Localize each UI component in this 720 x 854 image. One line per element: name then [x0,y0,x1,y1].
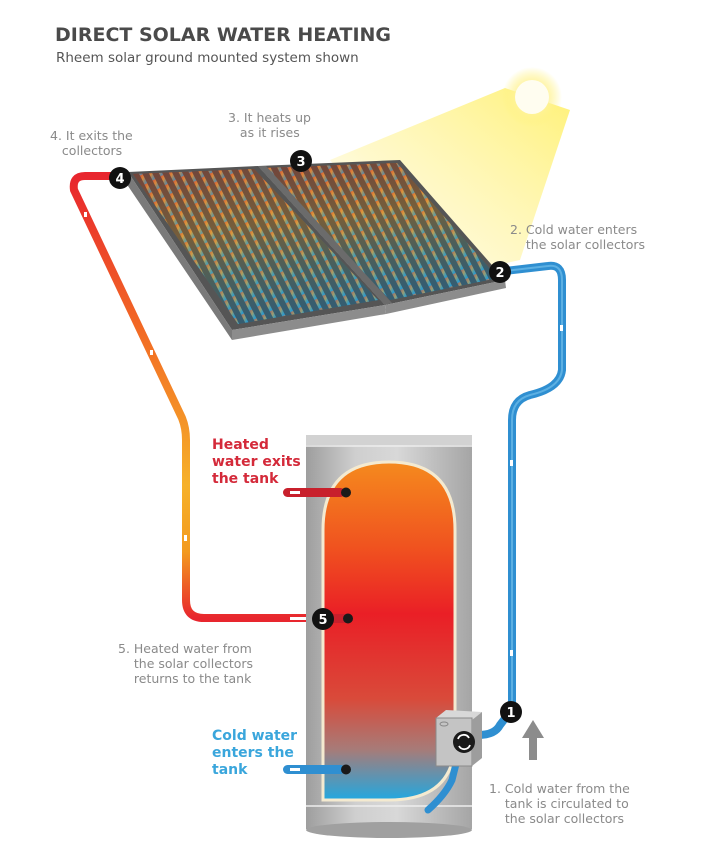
cold-inlet-port [283,764,351,775]
step-label-5: 5. Heated water from the solar collector… [118,641,254,686]
svg-text:3: 3 [296,155,305,170]
svg-text:5: 5 [318,613,327,628]
step-label-2: 2. Cold water enters the solar collector… [510,222,646,252]
hot-return-pipe [69,172,326,622]
diagram-title: DIRECT SOLAR WATER HEATING [55,24,392,46]
step-badge-5: 5 [312,608,334,630]
cold-water-enters-callout: Cold water enters the tank [212,728,298,778]
svg-text:2: 2 [495,266,504,281]
step-label-3: 3. It heats up as it rises [228,110,311,140]
step-badge-3: 3 [290,150,312,172]
flow-markers [84,212,563,656]
hot-outlet-port [283,487,351,498]
up-arrow-icon [522,720,544,760]
step-badge-1: 1 [500,701,522,723]
circulation-pump-icon [435,710,482,767]
step-label-4: 4. It exits the collectors [50,128,133,158]
svg-text:4: 4 [115,172,124,187]
solar-collector-panels [124,160,506,340]
step-badge-2: 2 [489,261,511,283]
step-badge-4: 4 [109,167,131,189]
diagram-subtitle: Rheem solar ground mounted system shown [56,50,359,66]
svg-text:1: 1 [506,706,515,721]
cold-supply-pipe [501,261,566,714]
heated-water-exits-callout: Heated water exits the tank [212,437,301,487]
step-label-1: 1. Cold water from the tank is circulate… [489,781,630,826]
